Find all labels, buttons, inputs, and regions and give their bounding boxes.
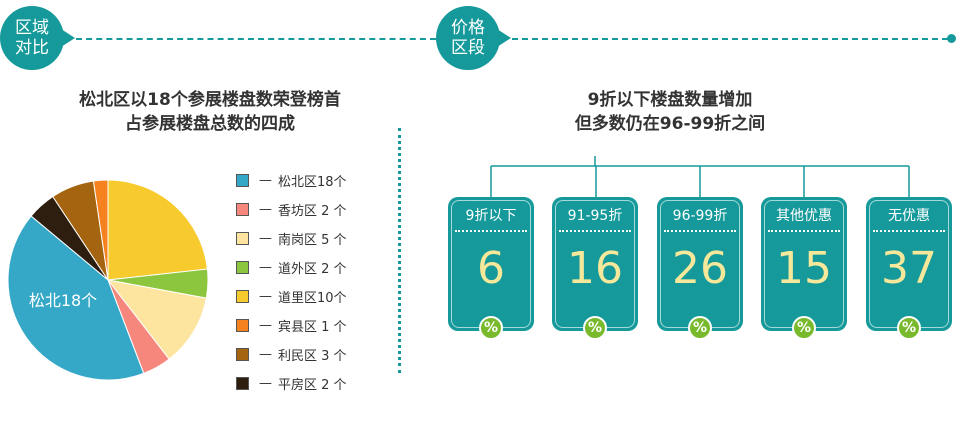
tag-line: 对比: [15, 38, 49, 58]
card-divider: [873, 230, 945, 232]
legend-dash: —: [259, 318, 272, 333]
pie-slice: [92, 179, 109, 281]
legend-item: — 道外区 2 个: [236, 253, 347, 282]
pie-legend: — 松北区18个 — 香坊区 2 个 — 南岗区 5 个 — 道外区 2 个 — 道里区10个 — 宾…: [236, 166, 347, 398]
card-background: [448, 197, 534, 331]
percent-badge: %: [479, 316, 503, 340]
price-card-91-95: 91-95折 16 %: [552, 197, 638, 341]
card-label: 无优惠: [888, 208, 930, 224]
legend-dash: —: [259, 376, 272, 391]
legend-item: — 平房区 2 个: [236, 369, 347, 398]
header-dashed-line: [76, 38, 436, 40]
legend-label: 利民区 3 个: [278, 349, 347, 364]
legend-swatch: [236, 348, 249, 361]
card-label: 其他优惠: [776, 208, 832, 224]
pie-slice: [7, 215, 145, 381]
tag-tail: [61, 29, 75, 47]
card-divider: [455, 230, 527, 232]
card-background: [761, 197, 847, 331]
legend-label: 道外区 2 个: [278, 262, 347, 277]
tag-line: 区段: [451, 38, 485, 58]
pie-slice: [106, 279, 207, 360]
legend-swatch: [236, 232, 249, 245]
card-divider: [768, 230, 840, 232]
legend-swatch: [236, 261, 249, 274]
legend-dash: —: [259, 202, 272, 217]
tag-line: 区域: [15, 18, 49, 38]
card-value: 15: [776, 243, 832, 294]
pie-slice: [107, 179, 208, 281]
pie-slice-label: 松北18个: [29, 291, 97, 310]
card-value: 16: [567, 243, 623, 294]
percent-badge: %: [792, 316, 816, 340]
price-card-below-90: 9折以下 6 %: [448, 197, 534, 341]
legend-swatch: [236, 174, 249, 187]
card-value: 37: [881, 243, 937, 294]
legend-dash: —: [259, 289, 272, 304]
legend-dash: —: [259, 173, 272, 188]
card-background: [657, 197, 743, 331]
section-divider: [398, 128, 401, 373]
pie-slices: [7, 179, 209, 381]
legend-item: — 宾县区 1 个: [236, 311, 347, 340]
line-end-dot: [947, 34, 956, 43]
legend-swatch: [236, 290, 249, 303]
legend-label: 香坊区 2 个: [278, 204, 347, 219]
title-line: 但多数仍在96-99折之间: [574, 114, 766, 134]
price-title: 9折以下楼盘数量增加 但多数仍在96-99折之间: [520, 88, 820, 136]
price-range-tag: 价格区段: [436, 6, 500, 70]
legend-item: — 香坊区 2 个: [236, 195, 347, 224]
percent-badge: %: [688, 316, 712, 340]
legend-item: — 松北区18个: [236, 166, 347, 195]
legend-swatch: [236, 377, 249, 390]
region-title: 松北区以18个参展楼盘数荣登榜首 占参展楼盘总数的四成: [40, 88, 380, 136]
legend-item: — 南岗区 5 个: [236, 224, 347, 253]
card-divider: [559, 230, 631, 232]
legend-swatch: [236, 319, 249, 332]
legend-swatch: [236, 203, 249, 216]
card-label: 96-99折: [672, 208, 728, 224]
price-card-other-discount: 其他优惠 15 %: [761, 197, 847, 341]
legend-label: 宾县区 1 个: [278, 320, 347, 335]
card-value: 6: [477, 243, 505, 294]
card-divider: [664, 230, 736, 232]
card-value: 26: [672, 243, 728, 294]
legend-item: — 道里区10个: [236, 282, 347, 311]
percent-badge: %: [583, 316, 607, 340]
legend-label: 平房区 2 个: [278, 378, 347, 393]
card-label: 91-95折: [567, 208, 623, 224]
percent-badge: %: [897, 316, 921, 340]
region-pie-chart: 松北18个: [7, 179, 209, 381]
card-background: [552, 197, 638, 331]
legend-label: 南岗区 5 个: [278, 233, 347, 248]
tag-tail: [497, 29, 511, 47]
card-label: 9折以下: [465, 208, 517, 224]
price-card-96-99: 96-99折 26 %: [657, 197, 743, 341]
legend-item: — 利民区 3 个: [236, 340, 347, 369]
price-card-no-discount: 无优惠 37 %: [866, 197, 952, 341]
header-dashed-line: [512, 38, 948, 40]
legend-label: 道里区10个: [278, 291, 347, 306]
region-compare-tag: 区域对比: [0, 6, 64, 70]
legend-label: 松北区18个: [278, 175, 347, 190]
card-background: [866, 197, 952, 331]
connector-lines: [490, 156, 910, 197]
title-line: 9折以下楼盘数量增加: [587, 90, 753, 110]
tag-line: 价格: [451, 18, 485, 38]
legend-dash: —: [259, 347, 272, 362]
title-line: 占参展楼盘总数的四成: [125, 114, 295, 134]
legend-dash: —: [259, 231, 272, 246]
legend-dash: —: [259, 260, 272, 275]
title-line: 松北区以18个参展楼盘数荣登榜首: [79, 90, 341, 110]
